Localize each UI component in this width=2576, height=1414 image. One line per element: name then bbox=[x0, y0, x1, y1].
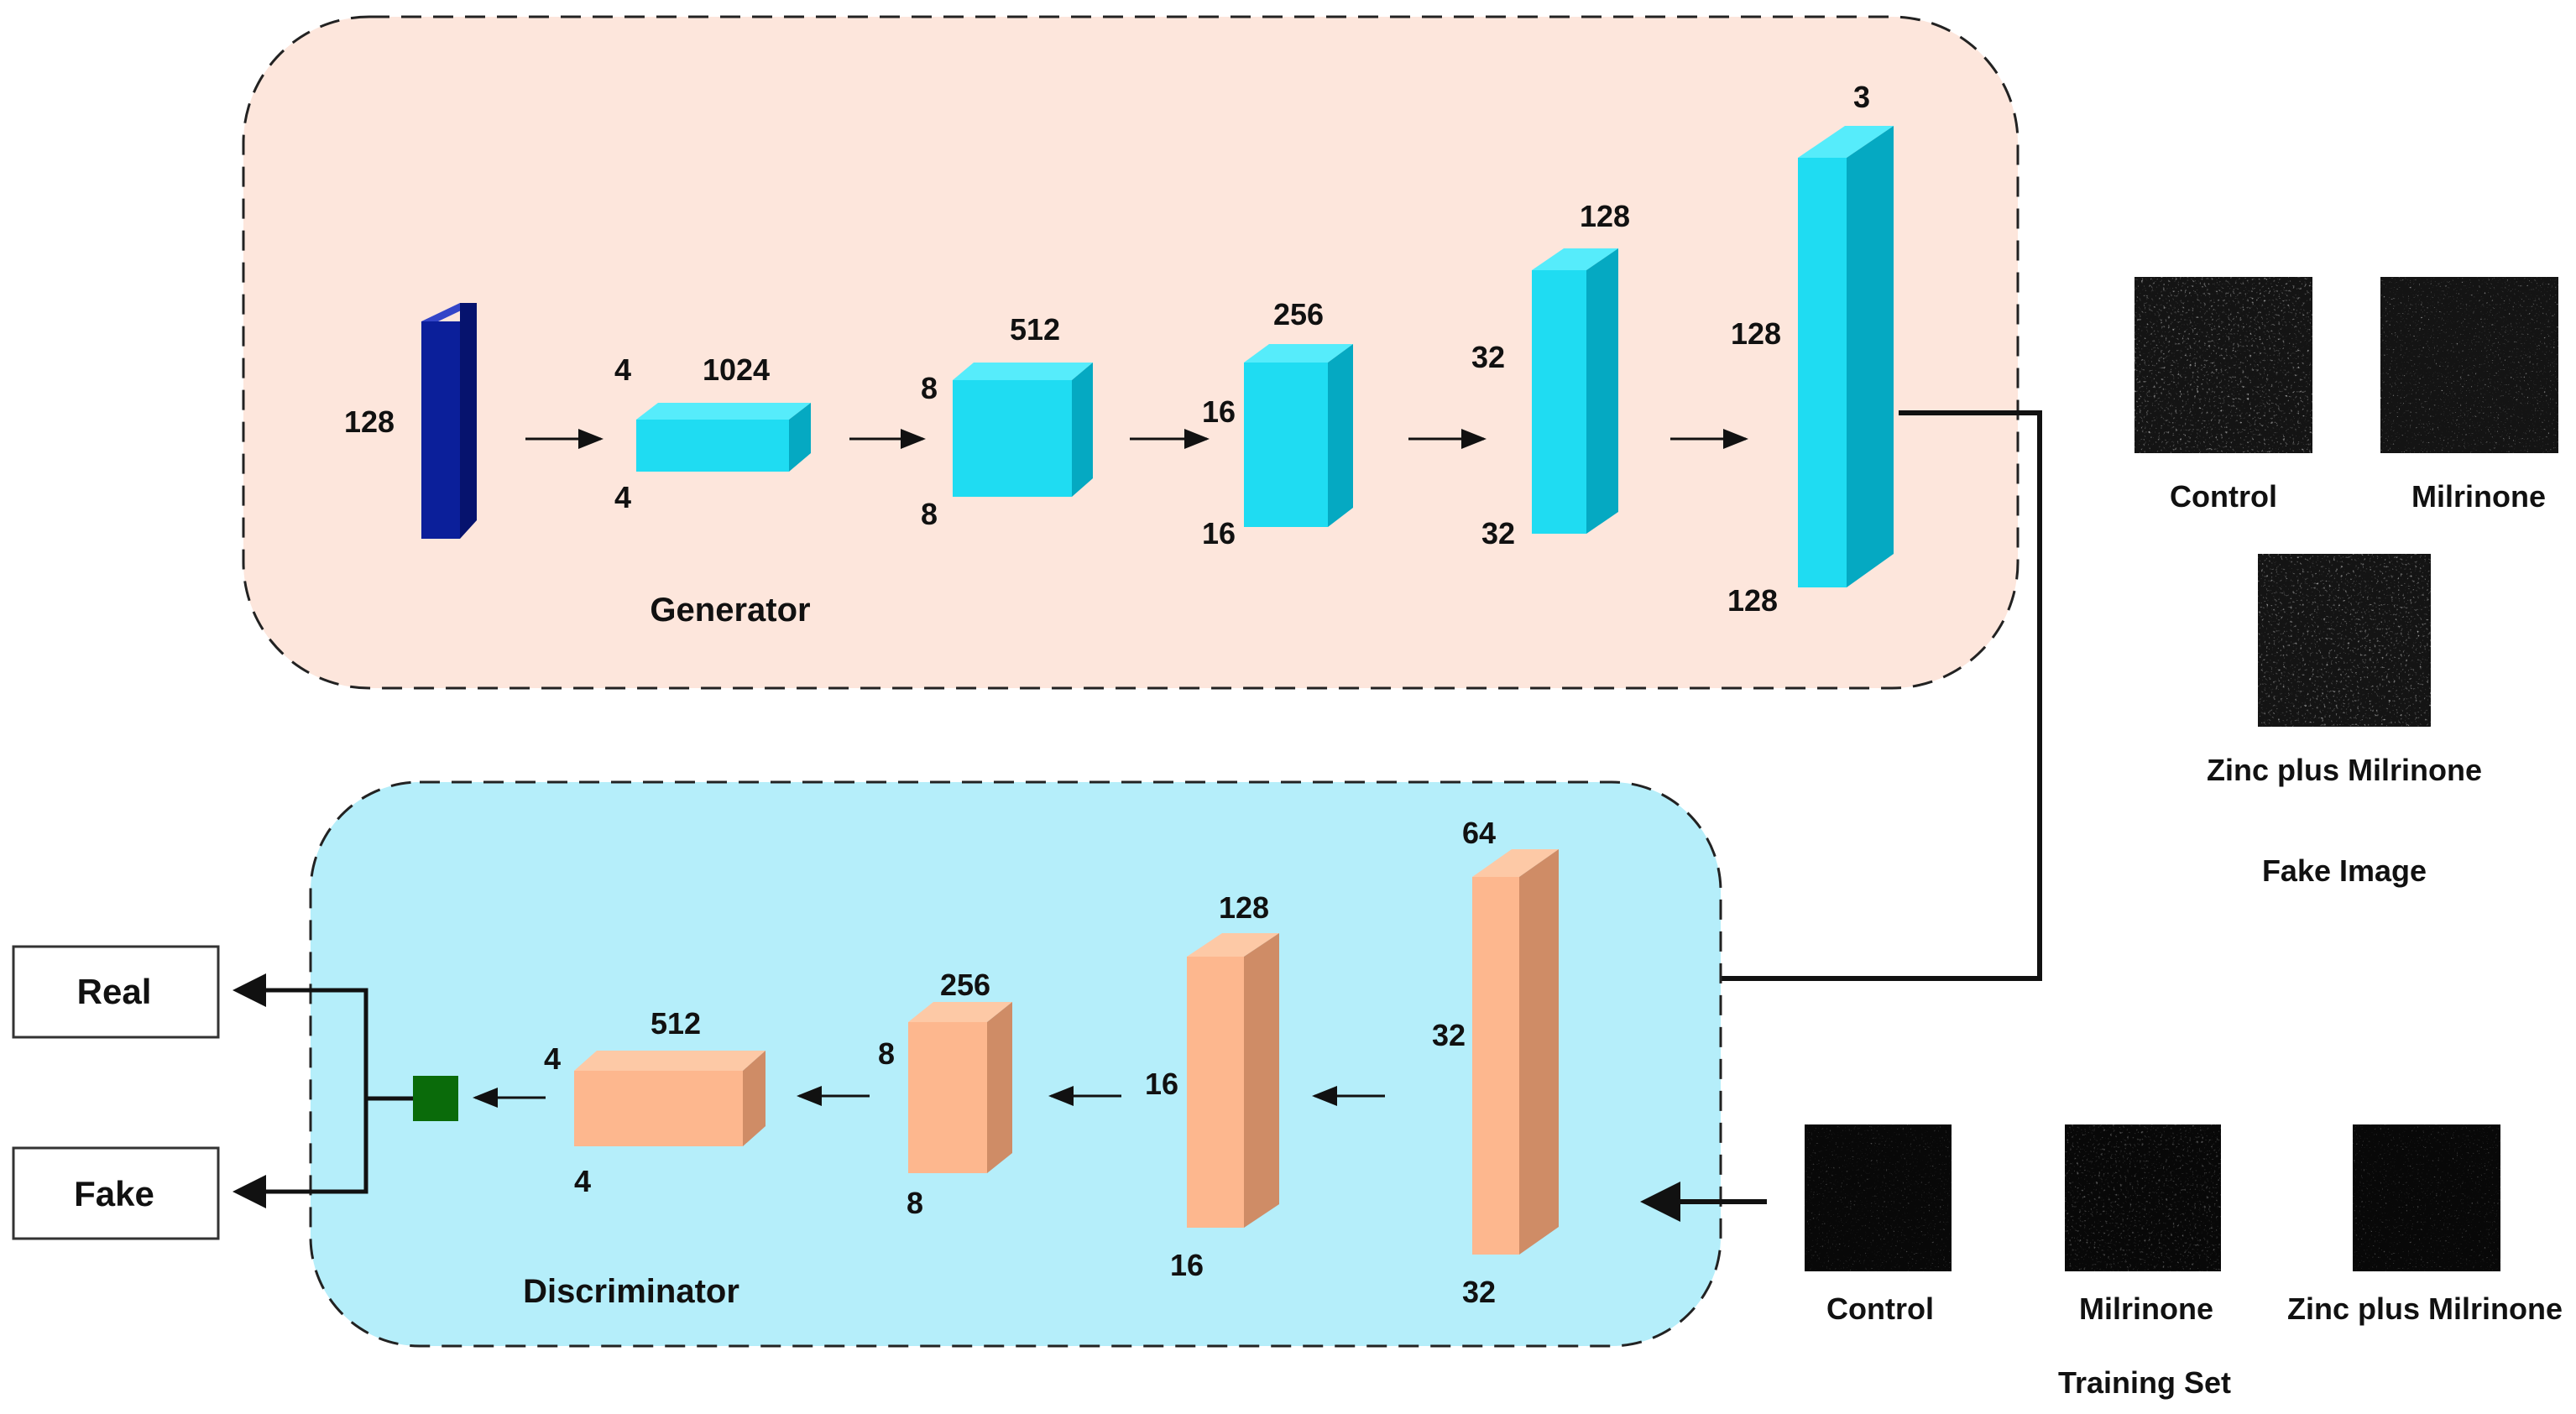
generator-layer-5-top: 128 bbox=[1731, 316, 1781, 351]
generator-layer-1-top: 4 bbox=[614, 352, 631, 387]
training-image-control bbox=[1805, 1124, 1952, 1271]
generator-layer-1-depth: 1024 bbox=[703, 352, 770, 387]
generator-to-discriminator-connector bbox=[1640, 410, 2042, 999]
generator-input-dim: 128 bbox=[344, 404, 394, 439]
generator-layer-4-top: 32 bbox=[1471, 340, 1505, 374]
generator-input-block bbox=[421, 303, 477, 539]
discriminator-layer-1-bottom: 32 bbox=[1462, 1275, 1496, 1309]
discriminator-layer-2-block bbox=[1187, 933, 1279, 1228]
training-image-zinc-plus-milrinone bbox=[2353, 1124, 2500, 1271]
discriminator-layer-2-depth: 128 bbox=[1219, 890, 1269, 925]
generator-layer-2-depth: 512 bbox=[1010, 312, 1060, 347]
fake-image-milrinone bbox=[2380, 277, 2558, 453]
training-label-zinc-plus-milrinone: Zinc plus Milrinone bbox=[2287, 1291, 2563, 1326]
discriminator-layer-1-depth: 64 bbox=[1462, 816, 1496, 850]
training-label-control: Control bbox=[1826, 1291, 1934, 1326]
discriminator-layer-4-side: 4 bbox=[544, 1041, 561, 1076]
real-output-label: Real bbox=[77, 972, 152, 1011]
fake-image-label-milrinone: Milrinone bbox=[2411, 479, 2546, 514]
discriminator-layer-4-depth: 512 bbox=[651, 1006, 701, 1041]
fake-image-label-zinc-plus-milrinone: Zinc plus Milrinone bbox=[2207, 753, 2482, 787]
discriminator-panel bbox=[309, 780, 1722, 1348]
generator-layer-2-block bbox=[953, 363, 1093, 497]
discriminator-layer-2-bottom: 16 bbox=[1170, 1248, 1204, 1282]
output-to-fake-connector bbox=[233, 1098, 368, 1208]
fake-output-label: Fake bbox=[74, 1174, 154, 1213]
real-output-box bbox=[12, 945, 220, 1039]
fake-image-label-control: Control bbox=[2170, 479, 2277, 514]
discriminator-layer-1-block bbox=[1472, 849, 1559, 1255]
training-image-milrinone bbox=[2065, 1124, 2221, 1271]
fake-image-control bbox=[2134, 277, 2312, 453]
discriminator-layer-1-side: 32 bbox=[1432, 1018, 1466, 1052]
generator-layer-3-block bbox=[1244, 344, 1353, 527]
generator-layer-5-depth: 3 bbox=[1853, 80, 1870, 114]
discriminator-layer-3-block bbox=[908, 1002, 1012, 1173]
discriminator-layer-3-side: 8 bbox=[878, 1036, 895, 1071]
generator-layer-5-bottom: 128 bbox=[1727, 583, 1778, 618]
fake-image-zinc-plus-milrinone bbox=[2258, 554, 2431, 727]
generator-layer-2-top: 8 bbox=[921, 371, 938, 405]
training-label-milrinone: Milrinone bbox=[2079, 1291, 2213, 1326]
output-to-real-connector bbox=[233, 973, 413, 1101]
generator-layer-1-block bbox=[636, 403, 811, 472]
discriminator-layer-3-bottom: 8 bbox=[907, 1186, 923, 1220]
generator-layer-5-block bbox=[1798, 126, 1894, 587]
fake-output-box bbox=[12, 1146, 220, 1240]
generator-layer-3-bottom: 16 bbox=[1202, 516, 1236, 550]
generator-layer-4-bottom: 32 bbox=[1481, 516, 1515, 550]
generator-layer-1-bottom: 4 bbox=[614, 480, 631, 514]
training-set-title: Training Set bbox=[2058, 1365, 2231, 1400]
generator-title: Generator bbox=[650, 592, 810, 629]
generator-layer-4-block bbox=[1532, 248, 1618, 534]
discriminator-output-node bbox=[413, 1076, 458, 1121]
discriminator-title: Discriminator bbox=[523, 1273, 739, 1310]
fake-image-title: Fake Image bbox=[2262, 853, 2427, 888]
generator-layer-2-bottom: 8 bbox=[921, 497, 938, 531]
discriminator-layer-2-side: 16 bbox=[1145, 1067, 1178, 1101]
generator-layer-4-depth: 128 bbox=[1580, 199, 1630, 233]
generator-layer-3-depth: 256 bbox=[1273, 297, 1324, 331]
discriminator-layer-4-block bbox=[574, 1051, 765, 1146]
generator-layer-3-top: 16 bbox=[1202, 394, 1236, 429]
discriminator-layer-4-bottom: 4 bbox=[574, 1164, 591, 1198]
discriminator-layer-3-depth: 256 bbox=[940, 968, 990, 1002]
